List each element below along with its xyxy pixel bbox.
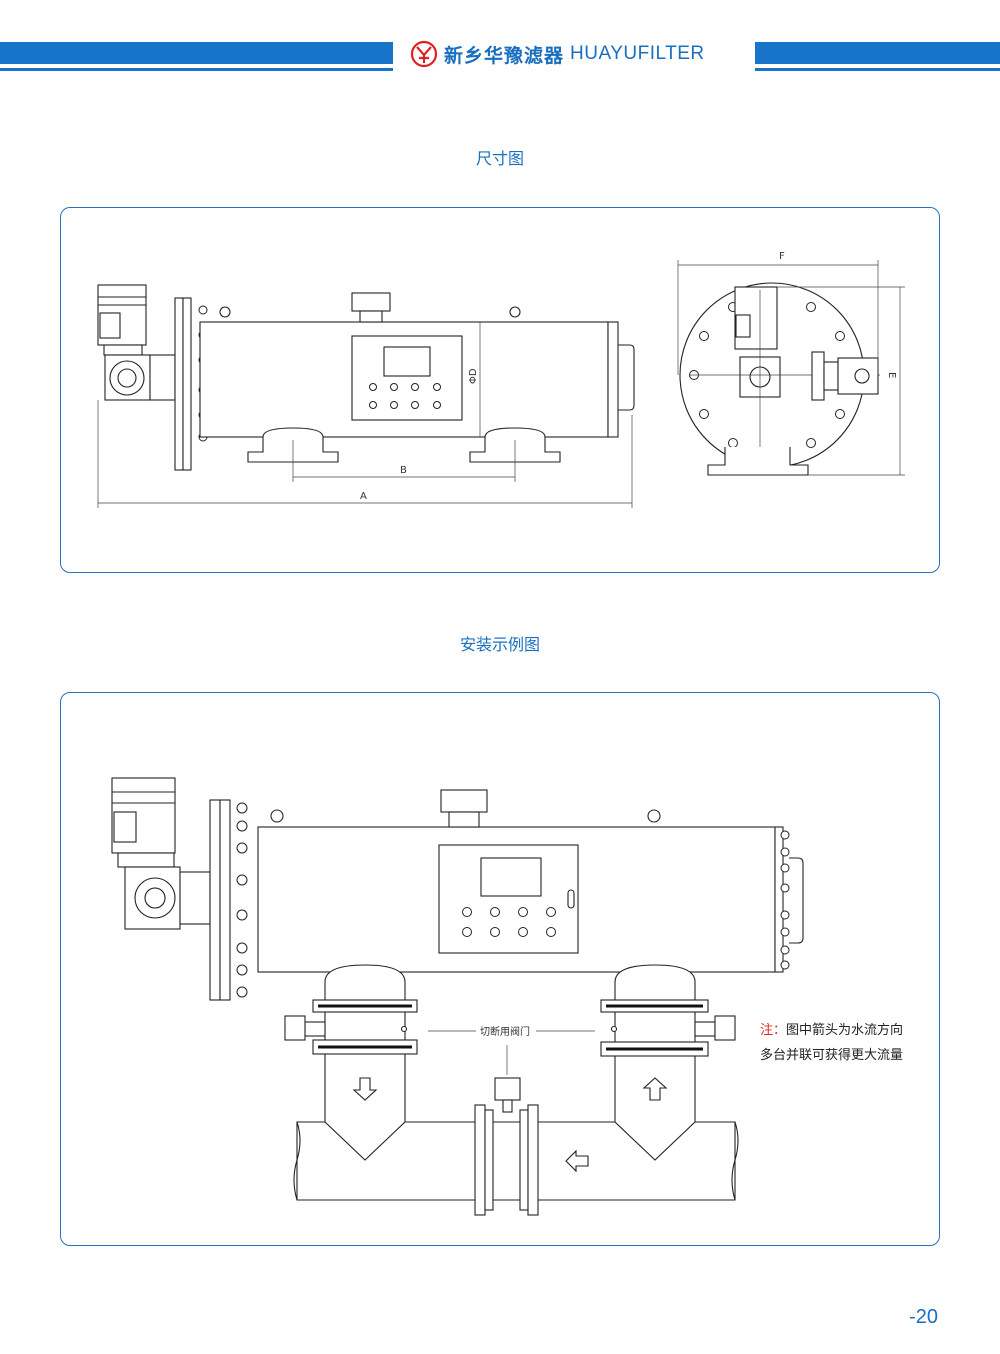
install-panel [60,692,940,1246]
header-bar-left-thin [0,68,393,71]
dimension-title: 尺寸图 [475,149,524,168]
dim-label-d: ΦD [468,368,479,384]
brand-name-cn: 新乡华豫滤器 [444,44,565,67]
dim-label-e: E [886,372,897,378]
note-prefix: 注： [760,1023,787,1038]
header-bar-left [0,42,393,64]
dim-label-b: B [400,465,407,476]
valve-label: 切断用阀门 [480,1025,530,1038]
brand-name-en: HUAYUFILTER [570,43,705,64]
side-view-drawing: F E [677,251,905,476]
header-bar-right [755,42,1000,64]
installation-drawing: 切断用阀门 [111,777,804,1216]
note-line-1: 图中箭头为水流方向 [786,1023,904,1038]
install-title: 安装示例图 [459,635,540,654]
dim-label-a: A [360,491,367,502]
dimension-panel [60,207,940,573]
front-view-drawing: B A ΦD [97,284,635,508]
header-bar-right-thin [755,68,1000,71]
dim-label-f: F [779,251,785,262]
flow-note: 注：图中箭头为水流方向 多台并联可获得更大流量 [760,1018,903,1068]
brand: 新乡华豫滤器 HUAYUFILTER [410,38,705,70]
note-line-2: 多台并联可获得更大流量 [760,1048,904,1063]
page-number: -20 [909,1306,938,1328]
logo-icon [410,40,438,68]
